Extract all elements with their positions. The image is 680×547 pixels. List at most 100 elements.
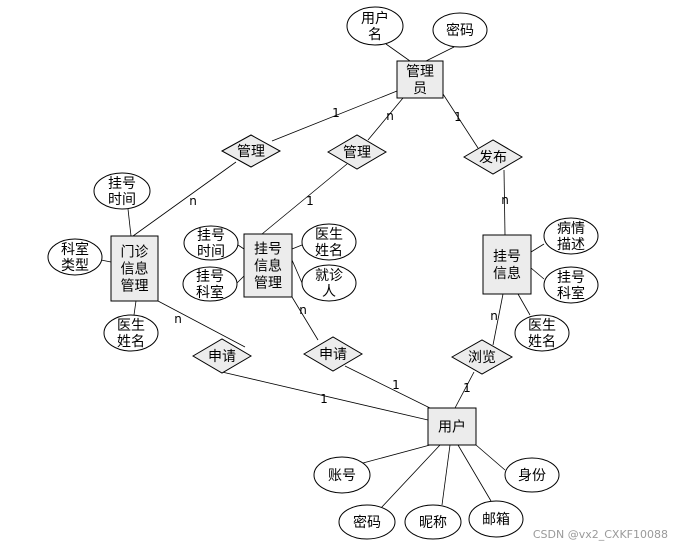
attribute-ellipse bbox=[514, 314, 570, 352]
connector-line bbox=[441, 444, 451, 506]
entity-label: 管理员 bbox=[406, 64, 434, 97]
attribute-ellipse bbox=[543, 266, 599, 304]
connector-line bbox=[442, 93, 479, 149]
attribute-label: 科室类型 bbox=[61, 241, 89, 274]
attribute-label: 挂号时间 bbox=[108, 176, 136, 208]
entity-reginfo: 挂号信息 bbox=[482, 234, 532, 295]
entity-box bbox=[110, 235, 159, 302]
attribute-clinic_depttype: 科室类型 bbox=[47, 238, 103, 276]
attribute-regmgmt_patient: 就诊人 bbox=[301, 264, 357, 302]
connector-line bbox=[237, 244, 245, 250]
cardinality-c_m1_admin: 1 bbox=[332, 106, 340, 120]
attribute-label: 密码 bbox=[446, 22, 474, 39]
attribute-clinic_doctor: 医生姓名 bbox=[103, 314, 159, 352]
attribute-regmgmt_time: 挂号时间 bbox=[183, 225, 239, 261]
attribute-label: 密码 bbox=[353, 514, 381, 531]
relationship-label: 管理 bbox=[343, 145, 371, 161]
attribute-label: 账号 bbox=[328, 468, 356, 484]
relationship-diamond bbox=[303, 336, 363, 372]
relationship-publish: 发布 bbox=[463, 139, 523, 175]
attribute-ellipse bbox=[93, 172, 151, 210]
diagram-shapes: 管理员门诊信息管理挂号信息管理挂号信息用户用户名密码挂号时间科室类型医生姓名挂号… bbox=[47, 6, 599, 540]
attribute-ellipse bbox=[338, 504, 396, 540]
attribute-admin_username: 用户名 bbox=[346, 6, 404, 46]
connector-line bbox=[236, 275, 245, 284]
connector-line bbox=[157, 300, 246, 348]
attribute-ellipse bbox=[432, 12, 488, 48]
relationship-apply2: 申请 bbox=[303, 336, 363, 372]
connector-line bbox=[517, 293, 531, 316]
connector-line bbox=[362, 444, 431, 464]
attribute-ellipse bbox=[47, 238, 103, 276]
relationship-manage1: 管理 bbox=[220, 134, 282, 168]
attribute-ellipse bbox=[103, 314, 159, 352]
entity-regmgmt: 挂号信息管理 bbox=[243, 233, 293, 298]
attribute-ellipse bbox=[182, 266, 238, 302]
attribute-label: 就诊人 bbox=[315, 268, 343, 300]
relationship-label: 发布 bbox=[479, 150, 507, 166]
attribute-ellipse bbox=[301, 264, 357, 302]
relationship-label: 浏览 bbox=[468, 350, 496, 366]
attribute-ellipse bbox=[301, 223, 357, 261]
relationship-label: 申请 bbox=[208, 349, 236, 365]
connector-line bbox=[503, 169, 506, 236]
attribute-regmgmt_doctor: 医生姓名 bbox=[301, 223, 357, 261]
attribute-reginfo_doctor: 医生姓名 bbox=[514, 314, 570, 352]
relationship-apply1: 申请 bbox=[192, 338, 252, 374]
cardinality-c_m2_admin: 1 bbox=[454, 110, 462, 124]
attribute-ellipse bbox=[346, 6, 404, 46]
entity-box bbox=[427, 407, 477, 446]
attribute-label: 昵称 bbox=[419, 515, 447, 531]
connector-line bbox=[291, 296, 319, 341]
attribute-ellipse bbox=[543, 217, 599, 255]
connector-line bbox=[530, 243, 545, 253]
attribute-user_nickname: 昵称 bbox=[404, 504, 462, 540]
connector-line bbox=[132, 161, 237, 237]
attribute-ellipse bbox=[468, 500, 524, 538]
attribute-label: 用户名 bbox=[361, 10, 389, 43]
connector-line bbox=[100, 259, 112, 263]
attribute-label: 挂号科室 bbox=[557, 270, 585, 302]
entity-box bbox=[243, 233, 293, 298]
connector-line bbox=[133, 300, 137, 316]
attribute-ellipse bbox=[504, 457, 560, 493]
connector-line bbox=[530, 267, 545, 280]
attribute-label: 医生姓名 bbox=[315, 227, 343, 259]
cardinality-c_ap2_reg: n bbox=[299, 303, 307, 317]
entity-clinic: 门诊信息管理 bbox=[110, 235, 159, 302]
cardinality-c_ap1_user: 1 bbox=[392, 378, 400, 392]
cardinality-c_br_info: n bbox=[490, 309, 498, 323]
connector-line bbox=[271, 90, 398, 142]
connector-line bbox=[367, 97, 404, 141]
relationship-diamond bbox=[192, 338, 252, 374]
connector-line bbox=[380, 444, 441, 509]
connector-line bbox=[344, 365, 431, 409]
cardinality-c_ap2_user: 1 bbox=[320, 392, 328, 406]
watermark: CSDN @vx2_CXKF10088 bbox=[532, 528, 668, 541]
attribute-label: 身份 bbox=[518, 468, 546, 484]
connector-line bbox=[475, 444, 506, 471]
relationship-diamond bbox=[463, 139, 523, 175]
connector-line bbox=[291, 244, 303, 250]
attribute-label: 邮箱 bbox=[482, 512, 510, 528]
attribute-regmgmt_dept: 挂号科室 bbox=[182, 266, 238, 302]
attribute-user_identity: 身份 bbox=[504, 457, 560, 493]
connector-line bbox=[291, 259, 303, 284]
entity-box bbox=[482, 234, 532, 295]
attribute-ellipse bbox=[404, 504, 462, 540]
relationship-browse: 浏览 bbox=[450, 339, 514, 375]
connector-line bbox=[425, 46, 455, 62]
connector-line bbox=[454, 371, 475, 409]
connector-line bbox=[492, 293, 504, 346]
cardinality-c_pub_info: n bbox=[501, 193, 509, 207]
attribute-label: 挂号科室 bbox=[196, 269, 224, 301]
cardinality-c_ap1_clinic: n bbox=[174, 312, 182, 326]
cardinality-c_m2_reg: n bbox=[189, 194, 197, 208]
connector-line bbox=[221, 371, 429, 421]
attribute-ellipse bbox=[313, 456, 371, 494]
relationship-diamond bbox=[450, 339, 514, 375]
attribute-clinic_regtime: 挂号时间 bbox=[93, 172, 151, 210]
entity-box bbox=[396, 60, 444, 99]
relationship-manage2: 管理 bbox=[327, 134, 387, 170]
